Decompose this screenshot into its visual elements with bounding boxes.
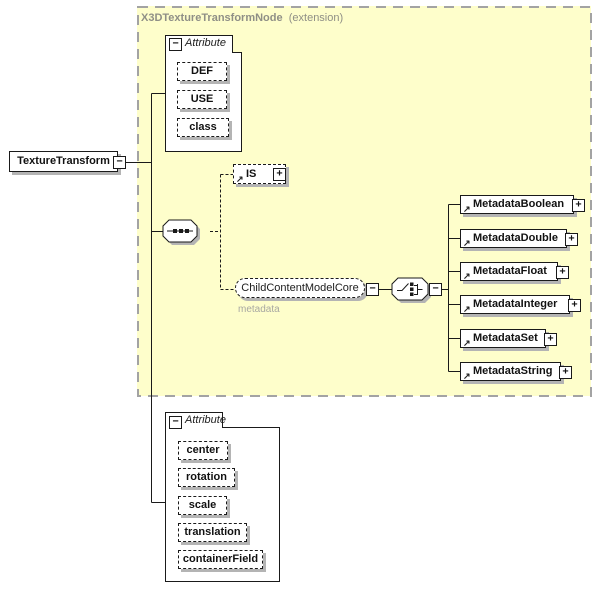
expand-icon[interactable]: +: [568, 299, 581, 312]
collapse-icon[interactable]: −: [169, 416, 182, 429]
group-annotation: metadata: [238, 304, 280, 315]
reference-arrow-icon: ↗: [463, 338, 471, 348]
element-label: MetadataString: [473, 365, 553, 377]
element-metadataboolean[interactable]: ↗ MetadataBoolean: [460, 195, 574, 214]
reference-arrow-icon: ↗: [463, 238, 471, 248]
expand-icon[interactable]: +: [556, 266, 569, 279]
collapse-icon[interactable]: −: [113, 156, 126, 169]
element-metadatadouble[interactable]: ↗ MetadataDouble: [460, 229, 567, 248]
element-label: MetadataSet: [473, 332, 538, 344]
choice-compositor[interactable]: [391, 277, 431, 303]
attribute-translation[interactable]: translation: [178, 523, 247, 542]
collapse-icon[interactable]: −: [429, 283, 442, 296]
element-is-label: IS: [246, 168, 257, 180]
attribute-containerfield[interactable]: containerField: [178, 550, 263, 569]
dashed-connectors: [210, 174, 235, 290]
sequence-compositor[interactable]: [162, 219, 200, 245]
choice-icon: [397, 283, 423, 295]
reference-arrow-icon: ↗: [463, 371, 471, 381]
reference-arrow-icon: ↗: [463, 304, 471, 314]
extension-group-border: [137, 6, 592, 397]
expand-icon[interactable]: +: [565, 233, 578, 246]
expand-icon[interactable]: +: [273, 168, 286, 181]
collapse-icon[interactable]: −: [366, 283, 379, 296]
reference-arrow-icon: ↗: [463, 271, 471, 281]
attribute-class[interactable]: class: [177, 118, 229, 137]
expand-icon[interactable]: +: [544, 333, 557, 346]
attribute-def[interactable]: DEF: [177, 62, 227, 81]
solid-connectors: [126, 93, 460, 503]
element-metadatafloat[interactable]: ↗ MetadataFloat: [460, 262, 558, 281]
attribute-scale[interactable]: scale: [178, 496, 227, 515]
attribute-group-bottom-label: Attribute: [185, 414, 226, 426]
extension-group-name: X3DTextureTransformNode: [141, 12, 283, 24]
extension-group-qualifier-text: (extension): [288, 12, 344, 24]
extension-group-header: X3DTextureTransformNode (extension): [141, 12, 343, 24]
attribute-group-top-label: Attribute: [185, 37, 226, 49]
expand-icon[interactable]: +: [572, 199, 585, 212]
element-metadatainteger[interactable]: ↗ MetadataInteger: [460, 295, 570, 314]
element-metadatastring[interactable]: ↗ MetadataString: [460, 362, 561, 381]
reference-arrow-icon: ↗: [236, 174, 244, 184]
element-label: MetadataInteger: [473, 298, 558, 310]
attribute-use[interactable]: USE: [177, 90, 227, 109]
element-texturetransform[interactable]: TextureTransform: [9, 151, 118, 172]
expand-icon[interactable]: +: [559, 366, 572, 379]
element-label: MetadataDouble: [473, 232, 558, 244]
group-childcontentmodelcore[interactable]: ChildContentModelCore: [235, 278, 365, 298]
element-label: MetadataFloat: [473, 265, 547, 277]
attribute-rotation[interactable]: rotation: [178, 468, 235, 487]
reference-arrow-icon: ↗: [463, 204, 471, 214]
element-label: MetadataBoolean: [473, 198, 565, 210]
collapse-icon[interactable]: −: [169, 38, 182, 51]
element-metadataset[interactable]: ↗ MetadataSet: [460, 329, 546, 348]
attribute-center[interactable]: center: [178, 441, 228, 460]
